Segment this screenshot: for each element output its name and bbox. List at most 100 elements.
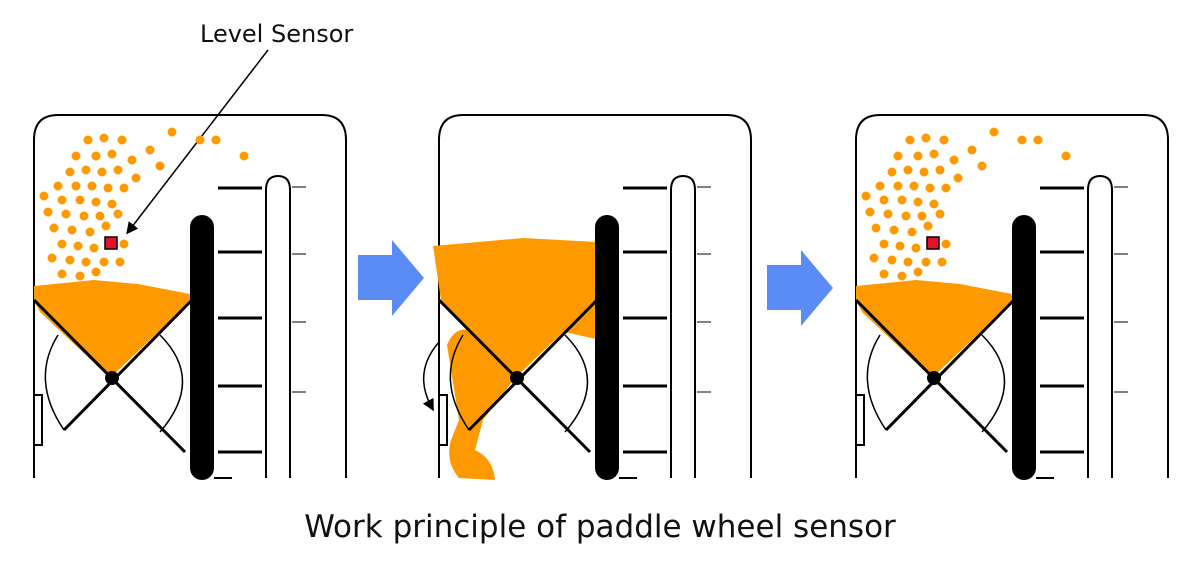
- material-particle: [937, 257, 947, 267]
- material-particle: [879, 269, 889, 279]
- material-particle: [81, 165, 91, 175]
- material-particle: [929, 199, 939, 209]
- material-particle: [953, 173, 963, 183]
- material-on-paddle: [34, 280, 192, 378]
- material-particle: [99, 257, 109, 267]
- material-particle: [87, 181, 97, 191]
- housing-notch: [439, 394, 448, 446]
- material-particle: [893, 151, 903, 161]
- material-particle: [53, 181, 63, 191]
- material-particle: [871, 223, 881, 233]
- material-particle: [869, 253, 879, 263]
- material-particle: [875, 181, 885, 191]
- material-particle: [101, 221, 111, 231]
- material-particle: [83, 135, 93, 145]
- material-particle: [89, 243, 99, 253]
- material-particle: [117, 135, 127, 145]
- material-particle: [929, 149, 939, 159]
- material-particle: [925, 183, 935, 193]
- paddle-blade-b: [467, 298, 599, 432]
- material-particle: [71, 181, 81, 191]
- material-particle: [895, 241, 905, 251]
- material-particle: [923, 221, 933, 231]
- material-particle: [921, 133, 931, 143]
- material-particle: [913, 267, 923, 277]
- material-particle: [71, 151, 81, 161]
- material-particle: [939, 135, 949, 145]
- housing-outline: [438, 114, 752, 478]
- material-particle: [913, 197, 923, 207]
- material-particle: [49, 223, 59, 233]
- material-particle: [917, 211, 927, 221]
- material-particle: [155, 161, 165, 171]
- material-particle: [897, 271, 907, 281]
- material-particle: [85, 227, 95, 237]
- material-particle: [909, 181, 919, 191]
- material-particle: [889, 225, 899, 235]
- material-particle: [75, 271, 85, 281]
- material-particle: [131, 173, 141, 183]
- material-particle: [977, 161, 987, 171]
- material-on-paddle: [856, 280, 1014, 378]
- material-particle: [949, 155, 959, 165]
- material-particle: [95, 211, 105, 221]
- housing-outline: [855, 114, 1169, 478]
- material-particle: [1017, 135, 1027, 145]
- paddle-blade-b: [62, 298, 194, 432]
- material-particle: [57, 239, 67, 249]
- material-particle: [61, 209, 71, 219]
- material-particle: [113, 165, 123, 175]
- material-particle: [99, 133, 109, 143]
- panel-material-rising: [422, 114, 752, 480]
- guide-tube: [265, 174, 291, 478]
- material-particle: [887, 255, 897, 265]
- material-particle: [941, 183, 951, 193]
- housing-notch: [856, 394, 865, 446]
- material-particle: [119, 239, 129, 249]
- level-sensor: [926, 236, 940, 250]
- material-particle: [897, 195, 907, 205]
- material-particle: [79, 211, 89, 221]
- material-particle: [107, 199, 117, 209]
- material-particle: [39, 191, 49, 201]
- material-particle: [903, 257, 913, 267]
- guide-tube: [1087, 174, 1113, 478]
- material-particle: [97, 167, 107, 177]
- drive-rod: [595, 215, 619, 480]
- rotation-arrow: [422, 341, 440, 412]
- material-particle: [47, 253, 57, 263]
- housing-outline: [33, 114, 347, 478]
- material-particle: [883, 209, 893, 219]
- material-particle: [195, 135, 205, 145]
- material-particle: [239, 151, 249, 161]
- material-particle: [75, 195, 85, 205]
- material-particle: [861, 191, 871, 201]
- material-particle: [919, 167, 929, 177]
- material-particle: [921, 257, 931, 267]
- material-particle: [145, 145, 155, 155]
- drive-rod: [190, 215, 214, 480]
- housing-notch: [34, 394, 43, 446]
- material-particle: [1033, 135, 1043, 145]
- material-falling-stream: [447, 329, 515, 480]
- paddle-wheel-arc: [866, 334, 1006, 433]
- material-particle: [65, 167, 75, 177]
- material-particle: [91, 197, 101, 207]
- material-particle: [127, 155, 137, 165]
- material-particle: [887, 167, 897, 177]
- material-particle: [57, 269, 67, 279]
- paddle-hub: [927, 371, 941, 385]
- material-particle: [67, 225, 77, 235]
- diagram-caption: Work principle of paddle wheel sensor: [304, 509, 896, 545]
- material-particle: [115, 257, 125, 267]
- material-particle: [879, 195, 889, 205]
- material-particle: [879, 239, 889, 249]
- material-particle: [211, 135, 221, 145]
- material-particle: [941, 239, 951, 249]
- material-particle: [989, 127, 999, 137]
- panel-initial-state: [32, 114, 347, 480]
- material-particle: [113, 209, 123, 219]
- paddle-wheel-arc: [449, 334, 589, 433]
- material-particle: [907, 227, 917, 237]
